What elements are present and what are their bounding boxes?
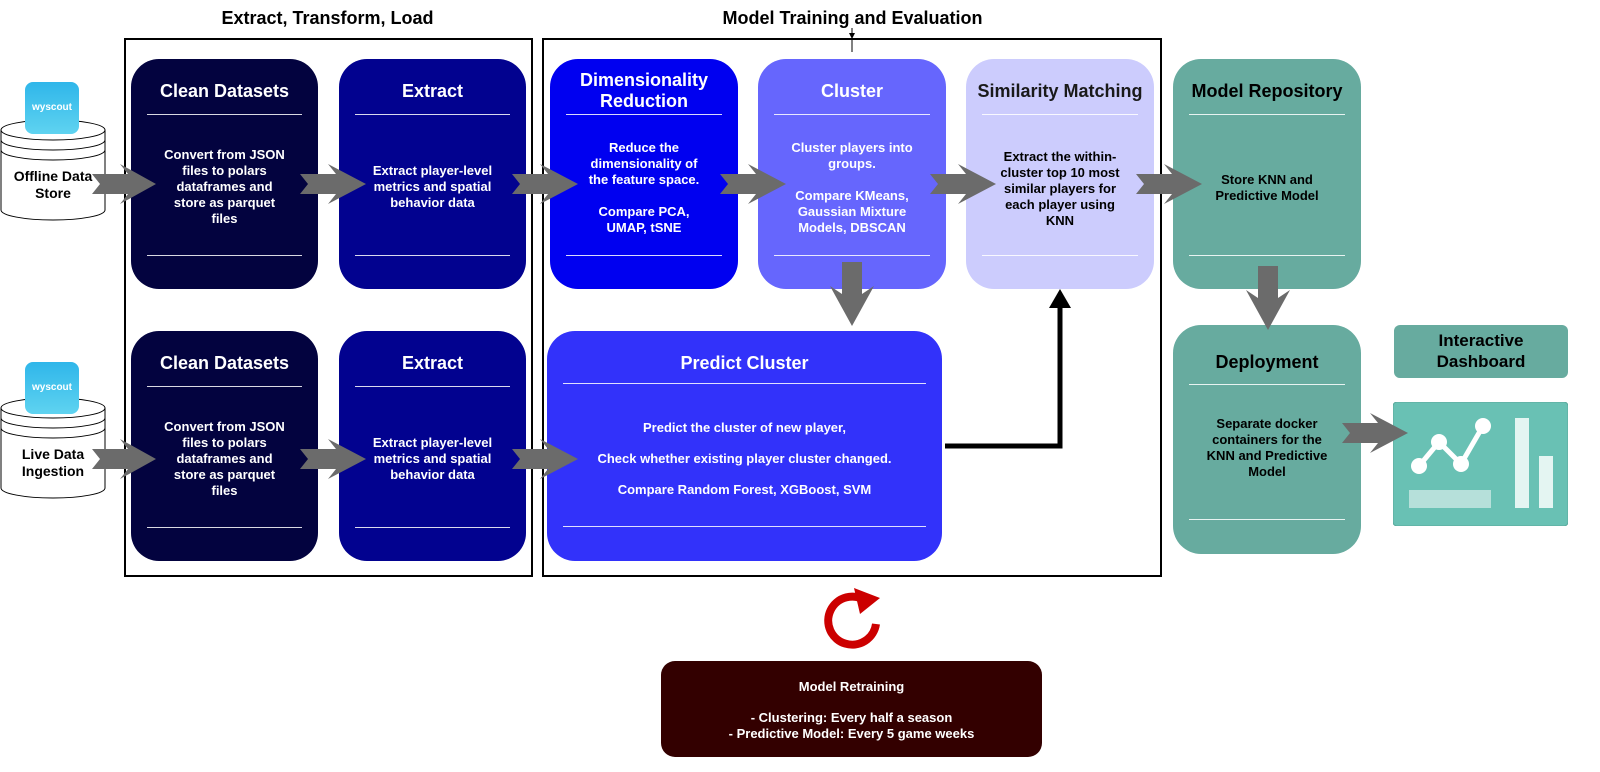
divider	[147, 527, 302, 528]
card-title: Predict Cluster	[680, 353, 809, 373]
divider	[1189, 255, 1345, 256]
dashboard-title: Interactive Dashboard	[1436, 331, 1526, 371]
card-body: Convert from JSON files to polars datafr…	[164, 419, 285, 498]
extract-card: Extract Extract player-level metrics and…	[339, 331, 526, 561]
card-body: Convert from JSON files to polars datafr…	[164, 147, 285, 226]
divider	[566, 114, 722, 115]
similarity-matching-card: Similarity Matching Extract the within- …	[966, 59, 1154, 289]
extract-card: Extract Extract player-level metrics and…	[339, 59, 526, 289]
wyscout-logo: wyscout	[25, 362, 79, 414]
interactive-dashboard-label-box: Interactive Dashboard	[1394, 325, 1568, 378]
card-title: Extract	[401, 81, 464, 101]
etl-section-title: Extract, Transform, Load	[221, 8, 434, 28]
divider	[1189, 519, 1345, 520]
card-body-line: Compare Random Forest, XGBoost, SVM	[617, 482, 872, 497]
retraining-line: - Clustering: Every half a season	[750, 710, 953, 725]
divider	[774, 114, 930, 115]
retraining-title: Model Retraining	[798, 679, 905, 694]
card-title: Dimensionality Reduction	[579, 70, 709, 111]
model-repository-card: Model Repository Store KNN and Predictiv…	[1173, 59, 1361, 289]
card-title: Model Repository	[1191, 81, 1343, 101]
divider	[566, 255, 722, 256]
divider	[147, 386, 302, 387]
divider	[774, 255, 930, 256]
card-body: Extract player-level metrics and spatial…	[372, 435, 493, 482]
deployment-card: Deployment Separate docker containers fo…	[1173, 325, 1361, 554]
dashboard-chart-icon	[1393, 402, 1568, 526]
card-body: Reduce the dimensionality of the feature…	[588, 140, 700, 235]
card-body-line: Predict the cluster of new player,	[642, 420, 846, 435]
card-body: Store KNN and Predictive Model	[1215, 172, 1319, 203]
retraining-line: - Predictive Model: Every 5 game weeks	[728, 726, 975, 741]
divider	[355, 255, 510, 256]
card-title: Similarity Matching	[977, 81, 1143, 101]
offline-data-store-label: Offline Data Store	[13, 168, 93, 201]
card-title: Extract	[401, 353, 464, 373]
card-body-line: Check whether existing player cluster ch…	[597, 451, 892, 466]
card-title: Clean Datasets	[159, 81, 290, 101]
etl-frame	[124, 38, 533, 577]
cluster-card: Cluster Cluster players into groups. Com…	[758, 59, 946, 289]
dimensionality-reduction-card: Dimensionality Reduction Reduce the dime…	[550, 59, 738, 289]
divider	[355, 527, 510, 528]
divider	[355, 114, 510, 115]
model-retraining-box: Model Retraining - Clustering: Every hal…	[661, 661, 1042, 757]
card-body: Cluster players into groups. Compare KMe…	[791, 140, 913, 235]
divider	[982, 255, 1138, 256]
divider	[147, 114, 302, 115]
training-section-title: Model Training and Evaluation	[722, 8, 983, 28]
card-title: Deployment	[1215, 352, 1319, 372]
live-data-ingestion-label: Live Data Ingestion	[21, 446, 85, 479]
divider	[1189, 384, 1345, 385]
clean-datasets-card: Clean Datasets Convert from JSON files t…	[131, 59, 318, 289]
wyscout-logo: wyscout	[25, 82, 79, 134]
card-title: Clean Datasets	[159, 353, 290, 373]
divider	[1189, 114, 1345, 115]
card-body: Separate docker containers for the KNN a…	[1206, 416, 1328, 479]
divider	[147, 255, 302, 256]
divider	[563, 383, 926, 384]
divider	[982, 114, 1138, 115]
card-title: Cluster	[820, 81, 883, 101]
refresh-icon	[816, 584, 886, 654]
divider	[563, 526, 926, 527]
clean-datasets-card: Clean Datasets Convert from JSON files t…	[131, 331, 318, 561]
divider	[355, 386, 510, 387]
predict-cluster-card: Predict Cluster Predict the cluster of n…	[547, 331, 942, 561]
card-body: Extract the within- cluster top 10 most …	[1000, 149, 1120, 228]
card-body: Extract player-level metrics and spatial…	[372, 163, 493, 210]
